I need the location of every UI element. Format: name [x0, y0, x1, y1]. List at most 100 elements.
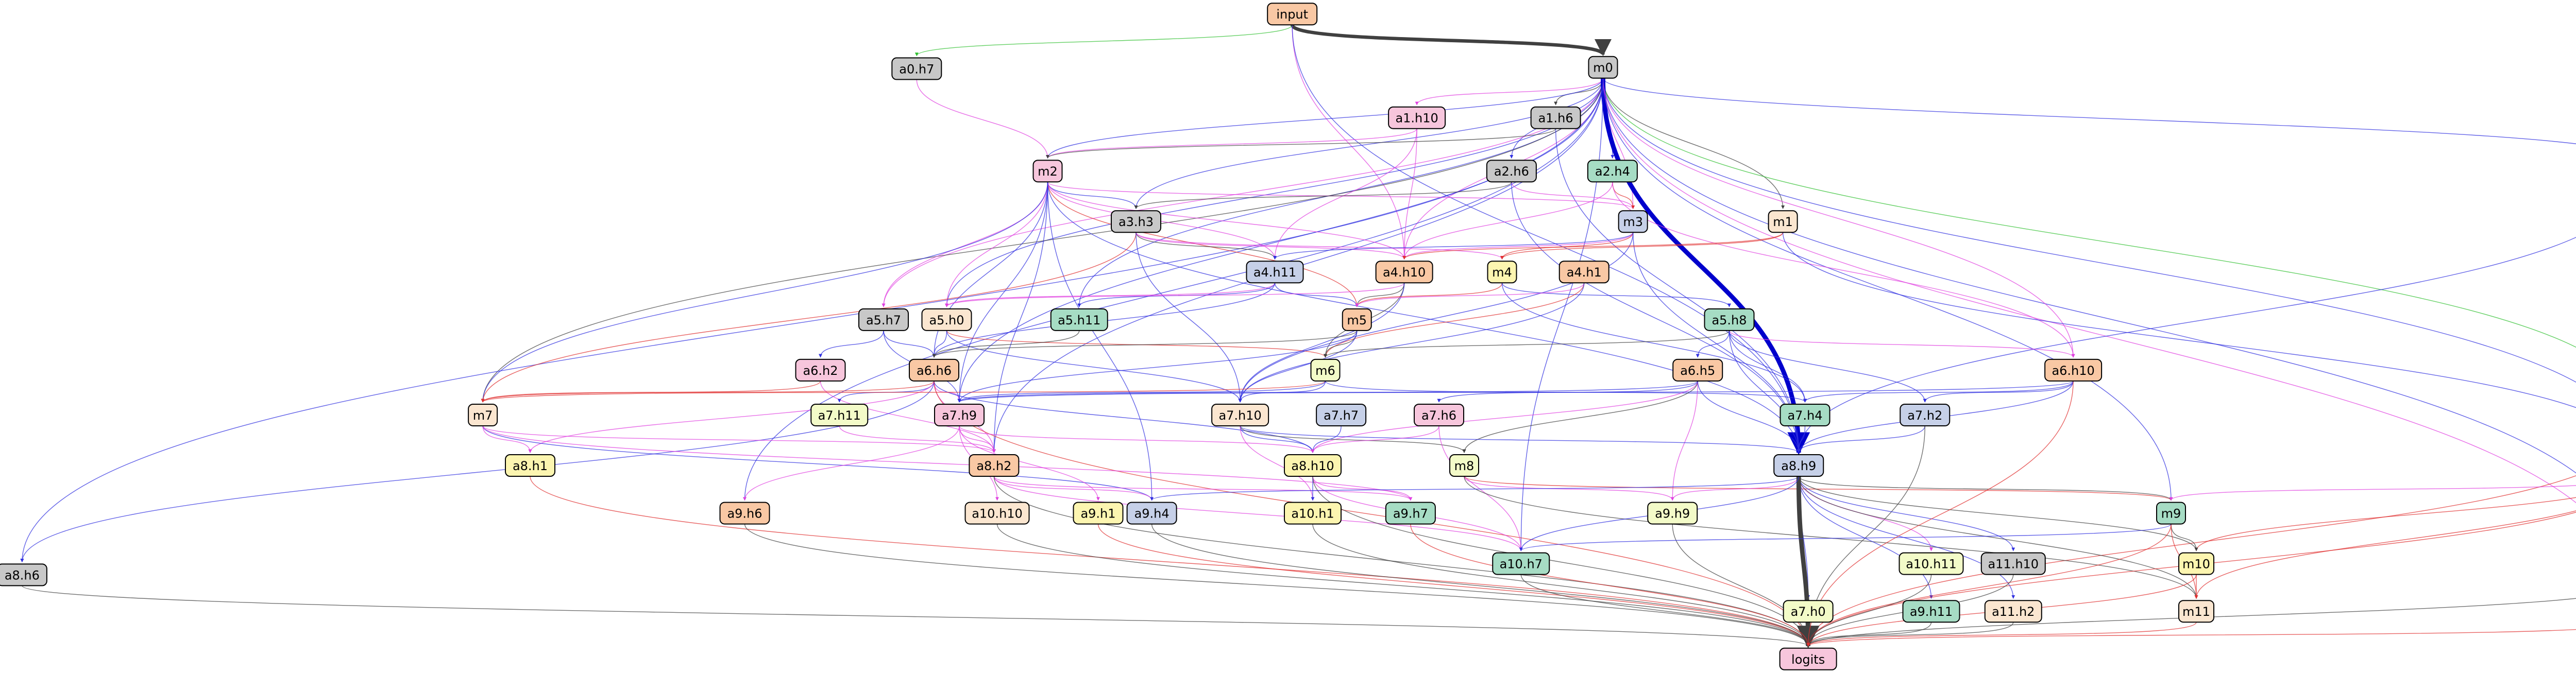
node-m4[interactable]: m4 [1487, 261, 1517, 284]
node-a3-h3[interactable]: a3.h3 [1111, 210, 1161, 233]
edge-a5-h8-to-a6-h5 [1696, 330, 1730, 358]
node-box-m7 [468, 403, 498, 426]
node-a8-h6[interactable]: a8.h6 [0, 563, 47, 586]
node-m7[interactable]: m7 [468, 403, 498, 426]
node-box-a10-h10 [964, 502, 1030, 525]
node-a7-h10[interactable]: a7.h10 [1211, 403, 1269, 426]
edge-m0-to-a1-h10 [1415, 78, 1604, 106]
edge-m1-to-a4-h10 [1402, 232, 1784, 260]
edge-m4-to-a5-h8 [1501, 283, 1731, 307]
edge-a7-h6-to-a8-h10 [1311, 425, 1439, 453]
node-a10-h11[interactable]: a10.h11 [1899, 552, 1964, 575]
node-label-a6-h5: a6.h5 [1680, 364, 1715, 378]
node-a11-h10[interactable]: a11.h10 [1980, 552, 2046, 575]
node-a9-h6[interactable]: a9.h6 [719, 502, 770, 525]
node-a5-h11[interactable]: a5.h11 [1050, 308, 1108, 331]
node-a7-h7[interactable]: a7.h7 [1316, 403, 1367, 426]
node-box-m4 [1487, 261, 1517, 284]
node-a7-h2[interactable]: a7.h2 [1900, 403, 1951, 426]
node-a8-h1[interactable]: a8.h1 [505, 454, 555, 477]
node-m9[interactable]: m9 [2156, 502, 2186, 525]
node-a5-h0[interactable]: a5.h0 [921, 308, 972, 331]
node-a7-h4[interactable]: a7.h4 [1780, 403, 1831, 426]
node-a5-h7[interactable]: a5.h7 [858, 308, 909, 331]
node-a10-h10[interactable]: a10.h10 [964, 502, 1030, 525]
edge-a7-h11-to-a8-h2 [839, 425, 996, 453]
node-box-a8-h9 [1773, 454, 1824, 477]
node-label-m0: m0 [1593, 61, 1613, 75]
node-m3[interactable]: m3 [1618, 210, 1648, 233]
edge-a5-h8-to-a7-h2 [1728, 330, 1927, 403]
node-a7-h6[interactable]: a7.h6 [1414, 403, 1464, 426]
edge-a8-h6-to-logits [22, 585, 1810, 647]
node-a6-h10[interactable]: a6.h10 [2044, 358, 2103, 382]
edge-a2-h4-to-a4-h10 [1402, 182, 1613, 260]
edge-a7-h2-to-a8-h9 [1797, 425, 1925, 453]
node-a9-h4[interactable]: a9.h4 [1126, 502, 1177, 525]
node-a2-h6[interactable]: a2.h6 [1486, 160, 1537, 183]
node-a7-h0[interactable]: a7.h0 [1783, 600, 1834, 623]
node-box-a7-h6 [1414, 403, 1464, 426]
node-a4-h10[interactable]: a4.h10 [1375, 261, 1433, 284]
node-a6-h2[interactable]: a6.h2 [795, 358, 846, 382]
node-m1[interactable]: m1 [1768, 210, 1798, 233]
edge-a4-h1-to-m6 [1324, 283, 1585, 358]
node-a6-h5[interactable]: a6.h5 [1672, 358, 1723, 382]
node-a4-h11[interactable]: a4.h11 [1246, 261, 1304, 284]
edge-m0-to-a8-h4 [1602, 78, 2576, 383]
node-a9-h1[interactable]: a9.h1 [1073, 502, 1124, 525]
node-label-logits: logits [1791, 652, 1825, 667]
node-m2[interactable]: m2 [1032, 160, 1063, 183]
node-label-a9-h11: a9.h11 [1910, 605, 1953, 619]
node-a0-h7[interactable]: a0.h7 [891, 57, 942, 80]
node-logits[interactable]: logits [1779, 647, 1837, 670]
edge-a1-h10-to-m2 [1046, 128, 1417, 159]
node-box-a4-h10 [1375, 261, 1433, 284]
edge-a4-h11-to-a5-h0 [945, 282, 1276, 307]
edge-a2-h6-to-m3 [1511, 182, 1635, 209]
node-label-a9-h6: a9.h6 [727, 507, 762, 521]
node-a8-h9[interactable]: a8.h9 [1773, 454, 1824, 477]
node-a2-h4[interactable]: a2.h4 [1587, 160, 1638, 183]
node-a10-h7[interactable]: a10.h7 [1492, 552, 1550, 575]
node-a4-h1[interactable]: a4.h1 [1558, 261, 1609, 284]
node-a8-h2[interactable]: a8.h2 [969, 454, 1020, 477]
node-m11[interactable]: m11 [2178, 600, 2214, 623]
node-label-a5-h0: a5.h0 [929, 313, 964, 327]
edge-m5-to-a7-h9 [957, 330, 1358, 403]
node-m10[interactable]: m10 [2178, 552, 2214, 575]
edge-m3-to-m4 [1500, 232, 1634, 260]
node-m0[interactable]: m0 [1588, 56, 1618, 79]
edge-a4-h11-to-m5 [1274, 283, 1359, 307]
node-a1-h10[interactable]: a1.h10 [1388, 106, 1446, 129]
edge-a1-h10-to-a4-h10 [1402, 128, 1417, 260]
node-m8[interactable]: m8 [1449, 454, 1479, 477]
node-a9-h7[interactable]: a9.h7 [1385, 502, 1436, 525]
edge-a8-h2-to-a10-h7 [993, 476, 1523, 551]
edge-m2-to-a5-h0 [945, 182, 1048, 307]
node-a5-h8[interactable]: a5.h8 [1704, 308, 1755, 331]
node-a9-h11[interactable]: a9.h11 [1902, 600, 1960, 623]
node-a9-h9[interactable]: a9.h9 [1647, 502, 1698, 525]
node-label-a5-h8: a5.h8 [1711, 313, 1747, 327]
edge-m2-to-m3 [1047, 181, 1635, 209]
node-a6-h6[interactable]: a6.h6 [909, 358, 959, 382]
node-a1-h6[interactable]: a1.h6 [1530, 106, 1581, 129]
node-a10-h1[interactable]: a10.h1 [1284, 502, 1342, 525]
edge-a3-h3-to-a4-h11 [1136, 232, 1277, 260]
node-a8-h10[interactable]: a8.h10 [1284, 454, 1342, 477]
node-m5[interactable]: m5 [1342, 308, 1372, 331]
node-a7-h9[interactable]: a7.h9 [934, 403, 985, 426]
node-label-m8: m8 [1454, 459, 1475, 473]
node-box-a8-h1 [505, 454, 555, 477]
edge-a1-h10-to-a4-h11 [1273, 128, 1417, 260]
edge-m5-to-a7-h10 [1238, 330, 1358, 403]
node-label-m4: m4 [1492, 265, 1512, 280]
edge-a7-h4-to-a8-h9 [1797, 425, 1806, 453]
node-a7-h11[interactable]: a7.h11 [810, 403, 869, 426]
node-m6[interactable]: m6 [1310, 358, 1341, 382]
node-input[interactable]: input [1267, 3, 1318, 26]
node-a11-h2[interactable]: a11.h2 [1984, 600, 2042, 623]
node-box-a5-h7 [858, 308, 909, 331]
node-box-a10-h7 [1492, 552, 1550, 575]
